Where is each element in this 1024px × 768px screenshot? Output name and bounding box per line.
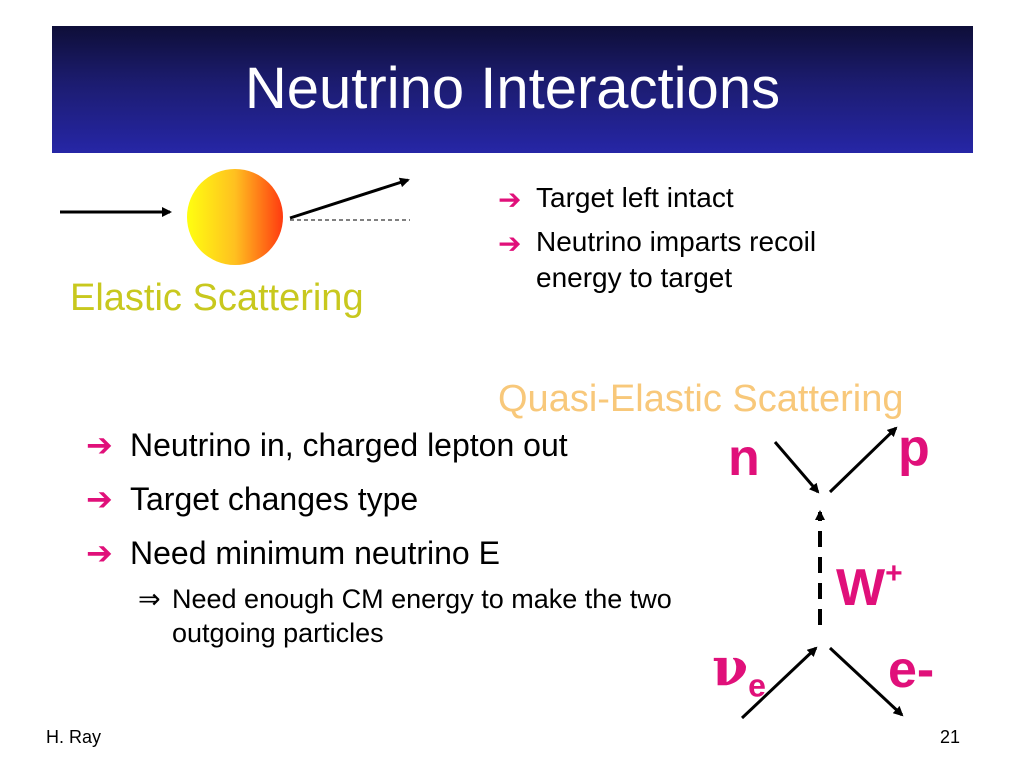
arrow-right-icon: ➔ (86, 481, 113, 517)
bullet-text: Need minimum neutrino E (130, 535, 500, 571)
sub-bullet-text: Need enough CM energy to make the two ou… (172, 584, 672, 648)
slide-title: Neutrino Interactions (244, 56, 781, 121)
particle-e-minus: e- (888, 641, 935, 699)
quasi-elastic-label: Quasi-Elastic Scattering (498, 378, 904, 420)
bullet-item: ➔ Need minimum neutrino E (86, 533, 706, 573)
feynman-n-line (773, 441, 820, 494)
particle-nu-symbol: ν (712, 637, 749, 698)
arrow-right-icon: ➔ (498, 184, 522, 215)
feynman-nu-line (740, 646, 818, 720)
implies-icon: ⇒ (138, 584, 161, 614)
arrow-right-icon: ➔ (86, 535, 113, 571)
arrow-right-icon: ➔ (498, 228, 522, 259)
sub-bullet: ⇒ Need enough CM energy to make the two … (138, 582, 732, 650)
particle-w-charge: + (885, 557, 903, 590)
particle-w: W+ (836, 544, 903, 618)
bullet-item: ➔ Target left intact (498, 180, 998, 216)
bullet-item: ➔ Neutrino imparts recoil energy to targ… (498, 224, 998, 296)
particle-p: p (898, 419, 930, 477)
elastic-bullets: ➔ Target left intact ➔ Neutrino imparts … (498, 180, 998, 304)
arrow-right-icon: ➔ (86, 427, 113, 463)
bullet-text: Target left intact (536, 182, 734, 213)
feynman-e-line (828, 646, 904, 717)
bullet-item: ➔ Neutrino in, charged lepton out (86, 425, 706, 465)
footer-author: H. Ray (46, 727, 102, 747)
particle-n: n (728, 429, 760, 487)
bullet-text: Neutrino imparts recoil energy to target (536, 226, 817, 293)
quasi-elastic-bullets: ➔ Neutrino in, charged lepton out ➔ Targ… (86, 425, 706, 587)
particle-nu-sub: e (748, 667, 766, 704)
elastic-target-ball (187, 169, 283, 265)
particle-w-symbol: W (836, 559, 886, 617)
feynman-p-line (828, 426, 898, 494)
particle-nu-e: νe (712, 638, 766, 715)
elastic-outgoing-arrow (289, 177, 410, 220)
title-bar: Neutrino Interactions (52, 26, 973, 153)
bullet-item: ➔ Target changes type (86, 479, 706, 519)
bullet-text: Target changes type (130, 481, 419, 517)
bullet-text: Neutrino in, charged lepton out (130, 427, 568, 463)
elastic-scattering-label: Elastic Scattering (70, 277, 364, 319)
page-number: 21 (940, 727, 961, 747)
